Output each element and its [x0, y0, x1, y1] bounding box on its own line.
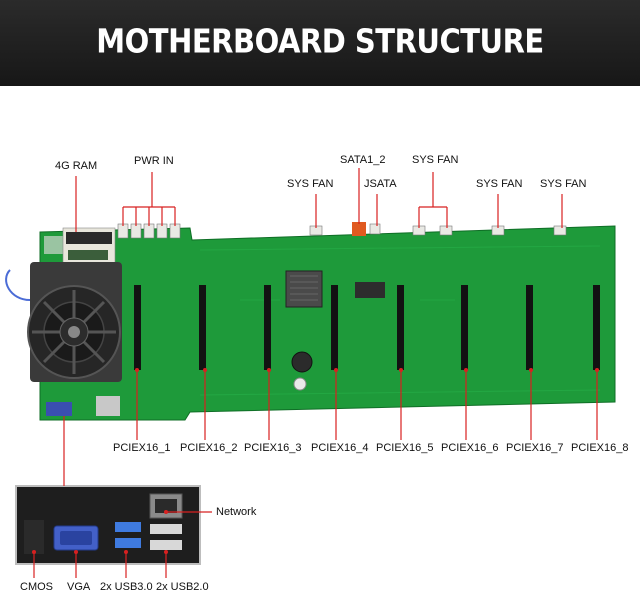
cpu-cooler [5, 262, 122, 382]
sata-label: SATA1_2 [340, 154, 386, 166]
pwr-in-label: PWR IN [134, 155, 174, 167]
motherboard-pcb [39, 225, 616, 421]
cmos-label: CMOS [20, 581, 53, 593]
ram-label: 4G RAM [55, 160, 98, 172]
chipset-heatsink [285, 270, 385, 391]
page-title: MOTHERBOARD STRUCTURE [96, 21, 544, 61]
board-io-ports [46, 396, 120, 416]
leader-lines [33, 168, 598, 578]
network-label: Network [216, 506, 257, 518]
pcie-slots [134, 285, 600, 370]
leader-dots [32, 368, 599, 554]
pcie-label-2: PCIEX16_2 [180, 442, 238, 454]
pwr-in-connectors [117, 223, 181, 239]
usb3-label: 2x USB3.0 [100, 581, 153, 593]
pcie-label-8: PCIEX16_8 [571, 442, 629, 454]
vga-label: VGA [67, 581, 91, 593]
sys-fan-label-1: SYS FAN [287, 178, 334, 190]
pcie-label-6: PCIEX16_6 [441, 442, 499, 454]
pcie-label-7: PCIEX16_7 [506, 442, 564, 454]
pcie-label-4: PCIEX16_4 [311, 442, 369, 454]
sys-fan-label-4: SYS FAN [540, 178, 587, 190]
sys-fan-label-2: SYS FAN [412, 154, 459, 166]
pcie-label-3: PCIEX16_3 [244, 442, 302, 454]
ram-module [62, 227, 116, 267]
title-banner: MOTHERBOARD STRUCTURE [0, 0, 640, 86]
pcie-label-1: PCIEX16_1 [113, 442, 171, 454]
usb2-label: 2x USB2.0 [156, 581, 209, 593]
pcie-label-5: PCIEX16_5 [376, 442, 434, 454]
jsata-label: JSATA [364, 178, 397, 190]
top-connectors [309, 222, 567, 236]
io-panel-inset [15, 485, 201, 565]
sys-fan-label-3: SYS FAN [476, 178, 523, 190]
